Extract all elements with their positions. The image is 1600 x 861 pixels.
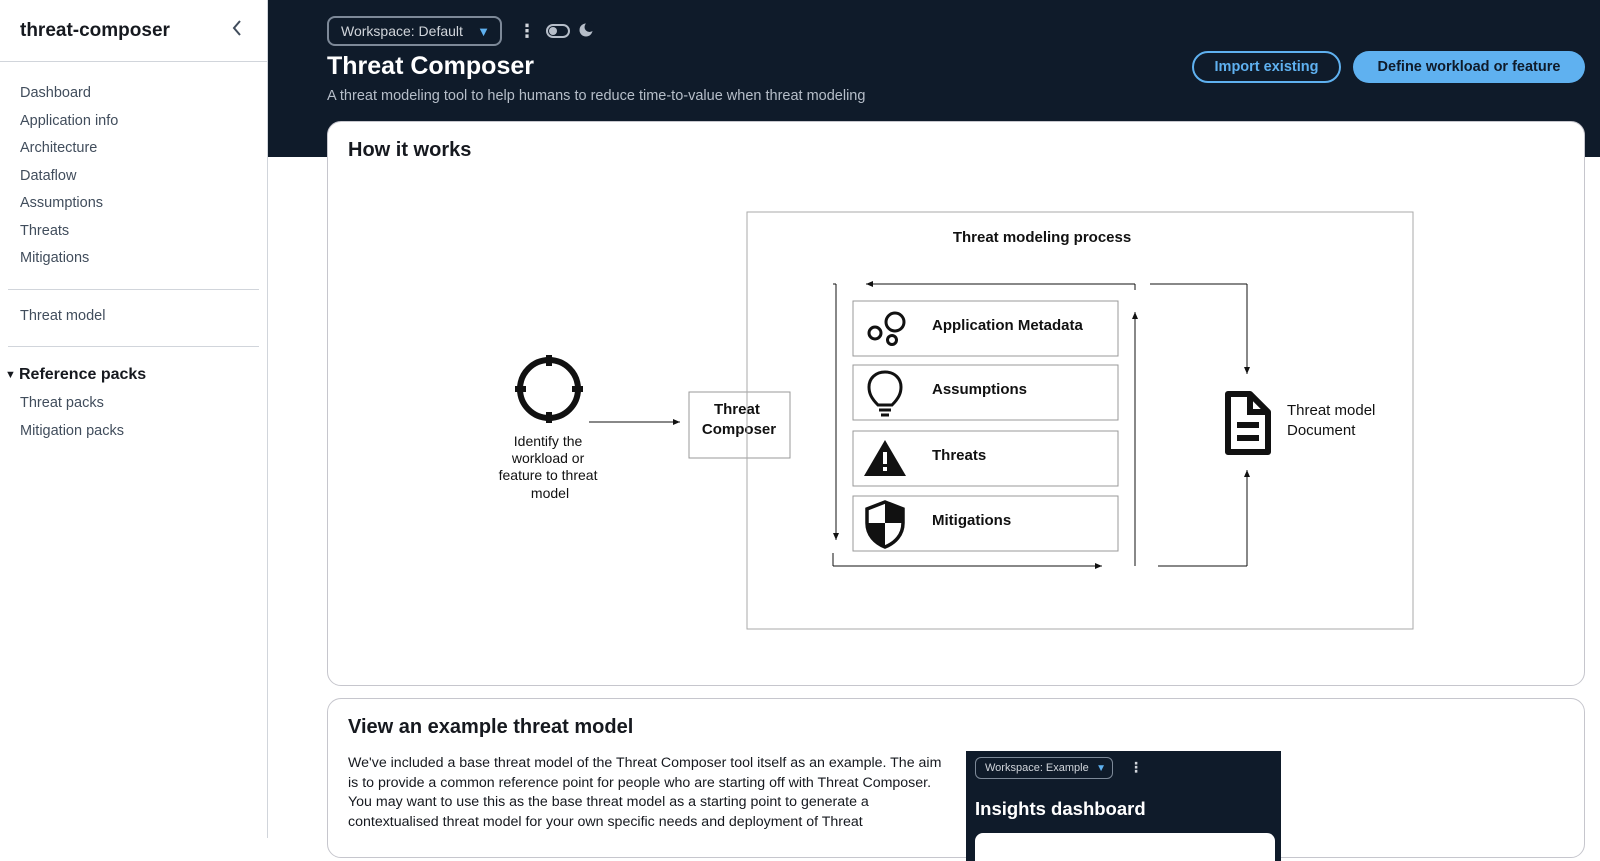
sidebar-header: threat-composer <box>0 0 267 62</box>
thumb-workspace-select: Workspace: Example ▼ <box>975 757 1113 779</box>
how-it-works-title: How it works <box>348 139 472 161</box>
sidebar-item-mitigation-packs[interactable]: Mitigation packs <box>20 422 124 439</box>
define-workload-button[interactable]: Define workload or feature <box>1353 51 1585 83</box>
thumb-card <box>975 833 1275 861</box>
sidebar-item-threats[interactable]: Threats <box>20 222 70 239</box>
app-title[interactable]: threat-composer <box>20 19 170 41</box>
sidebar-item-architecture[interactable]: Architecture <box>20 140 98 156</box>
sidebar-item-mitigations[interactable]: Mitigations <box>20 250 90 266</box>
more-options-icon: ⋮ <box>1129 759 1143 775</box>
more-options-icon[interactable]: ⋮ <box>518 21 536 41</box>
moon-icon[interactable] <box>578 22 594 38</box>
caret-down-icon: ▼ <box>1096 762 1106 774</box>
theme-toggle[interactable] <box>546 24 570 38</box>
workspace-select[interactable]: Workspace: Default ▼ <box>327 16 502 46</box>
sidebar-item-threat-packs[interactable]: Threat packs <box>20 395 104 411</box>
sidebar-divider <box>8 288 259 290</box>
page-subtitle: A threat modeling tool to help humans to… <box>327 88 866 104</box>
sidebar-item-assumptions[interactable]: Assumptions <box>20 195 104 211</box>
example-title: View an example threat model <box>348 716 634 738</box>
sidebar-item-dataflow[interactable]: Dataflow <box>20 167 77 184</box>
example-description: We've included a base threat model of th… <box>348 755 942 830</box>
thumb-title: Insights dashboard <box>975 798 1146 819</box>
reference-packs-section[interactable]: ▼ Reference packs <box>0 360 267 390</box>
example-screenshot: Workspace: Example ▼ ⋮ Insights dashboar… <box>966 751 1281 861</box>
sidebar-item-application-info[interactable]: Application info <box>20 112 119 129</box>
example-threat-model-card: View an example threat model We've inclu… <box>327 698 1585 861</box>
workspace-select-label: Workspace: Default <box>341 23 463 39</box>
collapse-sidebar-icon[interactable] <box>227 19 247 43</box>
sidebar-item-threat-model[interactable]: Threat model <box>20 307 106 324</box>
sidebar-divider <box>8 346 259 347</box>
thumb-workspace-label: Workspace: Example <box>985 762 1089 774</box>
sidebar-item-dashboard[interactable]: Dashboard <box>20 85 91 101</box>
how-it-works-card: How it works <box>327 121 1585 686</box>
reference-packs-label: Reference packs <box>19 366 147 383</box>
page-title: Threat Composer <box>327 52 534 80</box>
import-existing-button[interactable]: Import existing <box>1192 51 1341 83</box>
sidebar-nav: Dashboard Application info Architecture … <box>0 62 267 273</box>
caret-down-icon: ▼ <box>477 23 490 39</box>
caret-down-icon: ▼ <box>5 369 16 381</box>
sidebar: threat-composer Dashboard Application in… <box>0 0 268 838</box>
